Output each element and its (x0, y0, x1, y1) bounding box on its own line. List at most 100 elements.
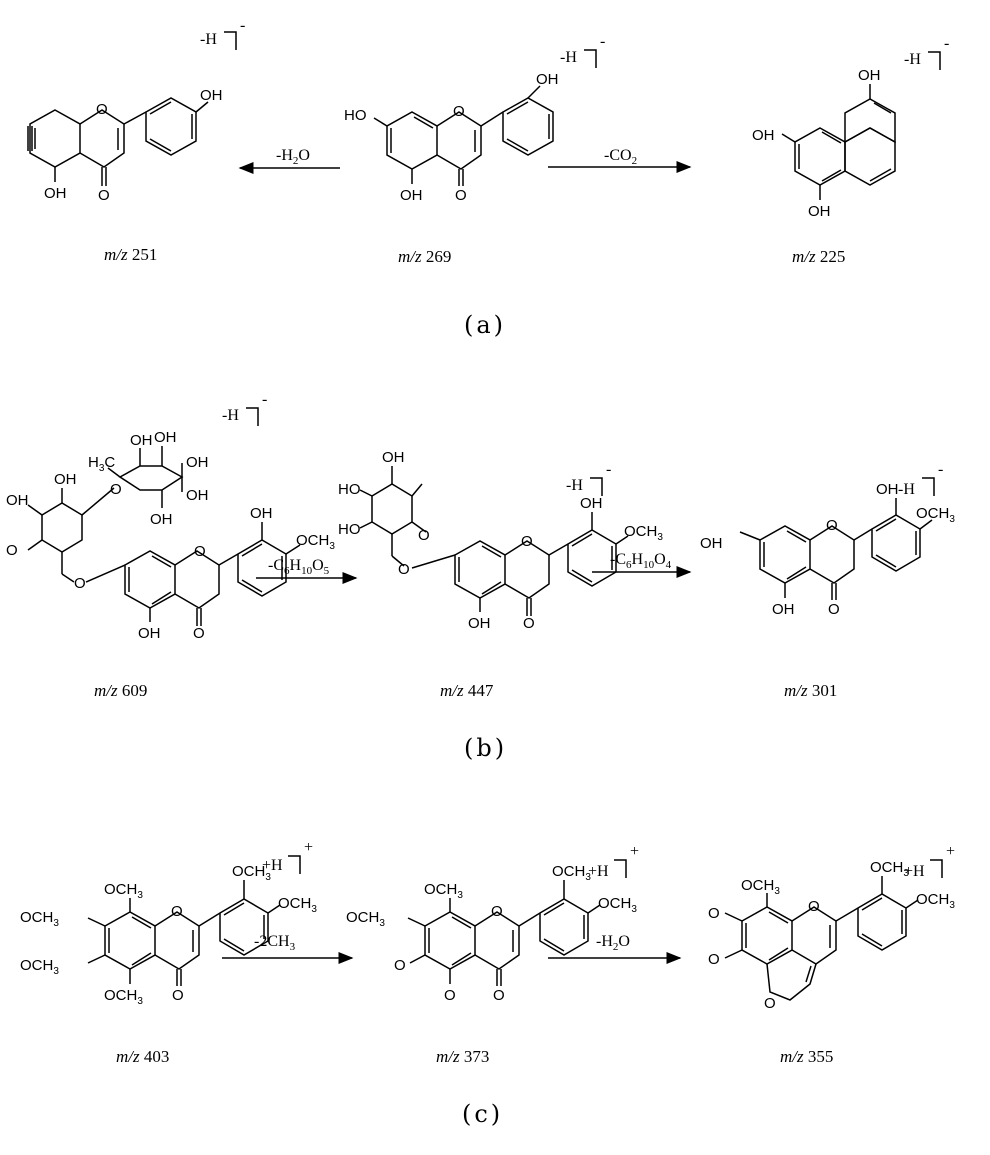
mz447-oh1: OH (382, 449, 405, 466)
mz355-label: m/z 355 (780, 1047, 833, 1066)
mz403-och3-8: OCH3 (104, 881, 143, 901)
mz447-oh2: HO (338, 481, 361, 498)
mz269-ion-mark: -H - (560, 33, 605, 68)
mz609-label: m/z 609 (94, 681, 147, 700)
mz609-och3: OCH3 (296, 532, 335, 552)
mz251-ring-o: O (96, 101, 108, 118)
mz609-ring-o: O (6, 542, 18, 559)
mz251-ion-mark: -H - (200, 17, 245, 50)
mz403-carbonyl: O (172, 987, 184, 1004)
mz609-ether-o: O (110, 481, 122, 498)
svg-text:+: + (946, 843, 955, 860)
mz251-oh-5: OH (44, 185, 67, 202)
mz373-och3-8: OCH3 (424, 881, 463, 901)
structure-mz609 (27, 446, 301, 626)
mz403-och3-4p: OCH3 (278, 895, 317, 915)
mz373-och3-7: OCH3 (346, 909, 385, 929)
mz373-och3-3p: OCH3 (552, 863, 591, 883)
mz373-och3-4p: OCH3 (598, 895, 637, 915)
mz251-carbonyl: O (98, 187, 110, 204)
mz403-och3-7: OCH3 (20, 909, 59, 929)
mz403-och3-3p: OCH3 (232, 863, 271, 883)
molecule-mz225: OH OH OH -H - m/z 225 (752, 35, 949, 266)
mz301-ion-mark: -H - (898, 461, 943, 498)
mz355-och3-3p: OCH3 (870, 859, 909, 879)
svg-text:-H2O: -H2O (276, 147, 310, 167)
mz269-label: m/z 269 (398, 247, 451, 266)
svg-text:-H: -H (898, 481, 915, 498)
mz447-label: m/z 447 (440, 681, 494, 700)
molecule-mz609: H3C OH OH OH OH OH OH OH O O O O OH OCH3… (6, 391, 335, 700)
svg-text:-H: -H (560, 49, 577, 66)
structure-mz403 (87, 880, 281, 986)
mz447-ion-mark: -H - (566, 461, 611, 496)
svg-text:-H: -H (222, 407, 239, 424)
mz355-och3-4p: OCH3 (916, 891, 955, 911)
mz269-oh-7: HO (344, 107, 367, 124)
mz373-ring-o: O (491, 903, 503, 920)
arrow-minus-h2o: -H2O (238, 147, 340, 174)
mz373-o-5: O (444, 987, 456, 1004)
mz609-oh6: OH (54, 471, 77, 488)
mz355-ring-o: O (808, 898, 820, 915)
mz403-ring-o: O (171, 903, 183, 920)
molecule-mz447: OH HO HO O O O OH OCH3 OH O -H - m/z 447 (338, 449, 663, 700)
molecule-mz269: O HO OH OH O -H - m/z 269 (344, 33, 605, 266)
mz225-oh-c: OH (808, 203, 831, 220)
mz403-och3-6: OCH3 (20, 957, 59, 977)
molecule-mz301: OH O OH OCH3 OH O -H - m/z 301 (700, 461, 955, 700)
svg-text:+H: +H (262, 857, 283, 874)
arrow-minus-c6h10o4: -C6H10O4 (592, 551, 692, 578)
svg-text:-H: -H (904, 51, 921, 68)
mz301-oh-7: OH (700, 535, 723, 552)
molecule-mz403: OCH3 OCH3 OCH3 OCH3 OCH3 OCH3 O O +H + m… (20, 839, 317, 1066)
mz355-och3-8: OCH3 (741, 877, 780, 897)
mz373-ion-mark: +H + (588, 843, 639, 880)
svg-text:-: - (600, 33, 605, 50)
mz447-oh-3p: OH (580, 495, 603, 512)
arrow-minus-c6h10o5: -C6H10O5 (256, 557, 358, 584)
mz609-oh5: OH (150, 511, 173, 528)
panel-b-label: (b) (464, 734, 507, 762)
mz301-label: m/z 301 (784, 681, 837, 700)
svg-text:-: - (240, 17, 245, 34)
svg-text:-2CH3: -2CH3 (254, 933, 296, 953)
svg-text:-C6H10O4: -C6H10O4 (610, 551, 672, 571)
mz609-link-o: O (194, 543, 206, 560)
mz269-oh-4p: OH (536, 71, 559, 88)
mz355-ion-mark: +H + (904, 843, 955, 880)
mz447-och3: OCH3 (624, 523, 663, 543)
arrow-minus-2ch3: -2CH3 (222, 933, 354, 964)
panel-c-label: (c) (462, 1100, 503, 1128)
molecule-mz355: OCH3 OCH3 OCH3 O O O O +H + m/z 355 (708, 843, 955, 1066)
mz355-o-7: O (708, 905, 720, 922)
mz609-oh7: OH (6, 492, 29, 509)
svg-text:+H: +H (904, 863, 925, 880)
mz301-carbonyl: O (828, 601, 840, 618)
structure-mz355 (724, 876, 919, 1001)
svg-text:-: - (606, 461, 611, 478)
mz373-label: m/z 373 (436, 1047, 489, 1066)
arrow-minus-co2: -CO2 (548, 147, 692, 173)
panel-c: OCH3 OCH3 OCH3 OCH3 OCH3 OCH3 O O +H + m… (20, 839, 955, 1128)
structure-mz373 (407, 880, 601, 986)
mz609-carbonyl: O (193, 625, 205, 642)
structure-mz269 (373, 85, 554, 186)
svg-text:+: + (630, 843, 639, 860)
mz373-carbonyl: O (493, 987, 505, 1004)
svg-text:+: + (304, 839, 313, 856)
mz251-oh-4p: OH (200, 87, 223, 104)
mz609-ion-mark: -H - (222, 391, 267, 426)
svg-text:-C6H10O5: -C6H10O5 (268, 557, 330, 577)
mz403-och3-5: OCH3 (104, 987, 143, 1007)
mz447-o-gly: O (398, 561, 410, 578)
svg-text:-: - (262, 391, 267, 408)
mz609-oh1: OH (130, 432, 153, 449)
svg-text:-H: -H (566, 477, 583, 494)
molecule-mz251: O OH OH O -H - m/z 251 (27, 17, 245, 264)
mz609-oh-3p: OH (250, 505, 273, 522)
mz609-o-gly: O (74, 575, 86, 592)
structure-mz251 (27, 97, 209, 186)
svg-text:-: - (938, 461, 943, 478)
